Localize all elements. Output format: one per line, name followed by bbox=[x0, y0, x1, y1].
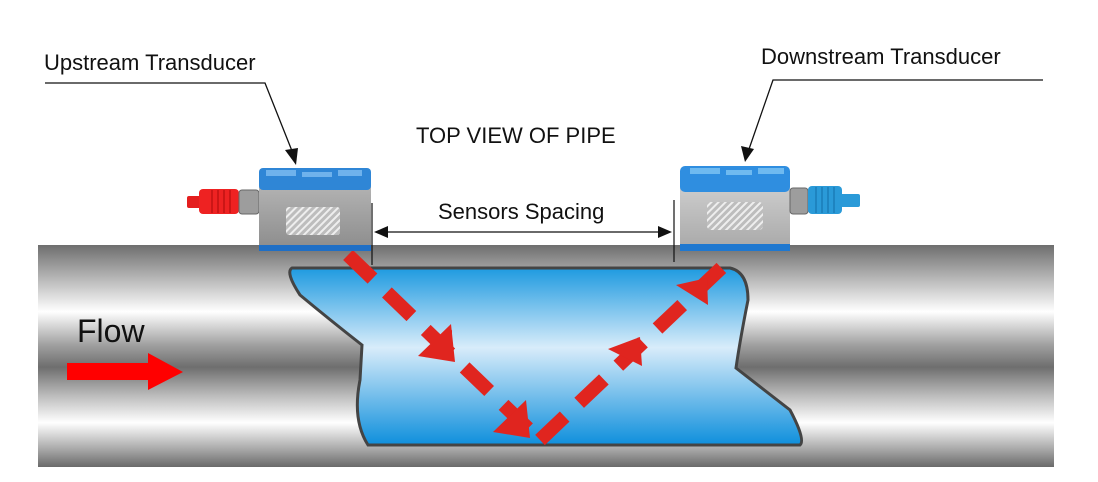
flow-arrow-icon bbox=[67, 353, 183, 390]
downstream-base bbox=[680, 244, 790, 251]
upstream-base bbox=[259, 245, 371, 251]
downstream-transducer bbox=[680, 166, 860, 251]
diagram-title: TOP VIEW OF PIPE bbox=[416, 123, 616, 148]
upstream-leader-arrowhead bbox=[285, 148, 298, 165]
upstream-leader-line bbox=[45, 82, 295, 157]
fluid-cutaway bbox=[288, 266, 804, 447]
upstream-grille bbox=[286, 207, 340, 235]
downstream-connector-nut bbox=[789, 187, 809, 215]
sensor-spacing-label: Sensors Spacing bbox=[438, 199, 605, 224]
flow-label: Flow bbox=[77, 313, 145, 349]
downstream-grille bbox=[707, 202, 763, 230]
upstream-connector-nut bbox=[238, 189, 260, 215]
signal-arrow-up-2 bbox=[676, 278, 708, 305]
upstream-connector-tip bbox=[187, 196, 201, 208]
spacing-arrowhead-left bbox=[374, 226, 388, 238]
upstream-transducer bbox=[187, 168, 371, 251]
downstream-connector-tip bbox=[840, 194, 860, 207]
upstream-connector bbox=[199, 189, 239, 214]
signal-arrow-down-1 bbox=[418, 324, 455, 362]
signal-arrow-up-1 bbox=[608, 337, 642, 366]
signal-arrow-down-2 bbox=[493, 400, 530, 438]
downstream-transducer-label: Downstream Transducer bbox=[761, 44, 1001, 69]
downstream-connector bbox=[808, 186, 842, 214]
downstream-leader-arrowhead bbox=[741, 146, 754, 162]
upstream-transducer-label: Upstream Transducer bbox=[44, 50, 256, 75]
spacing-arrowhead-right bbox=[658, 226, 672, 238]
signal-arrowheads bbox=[418, 278, 708, 438]
downstream-leader-line bbox=[747, 79, 1043, 153]
